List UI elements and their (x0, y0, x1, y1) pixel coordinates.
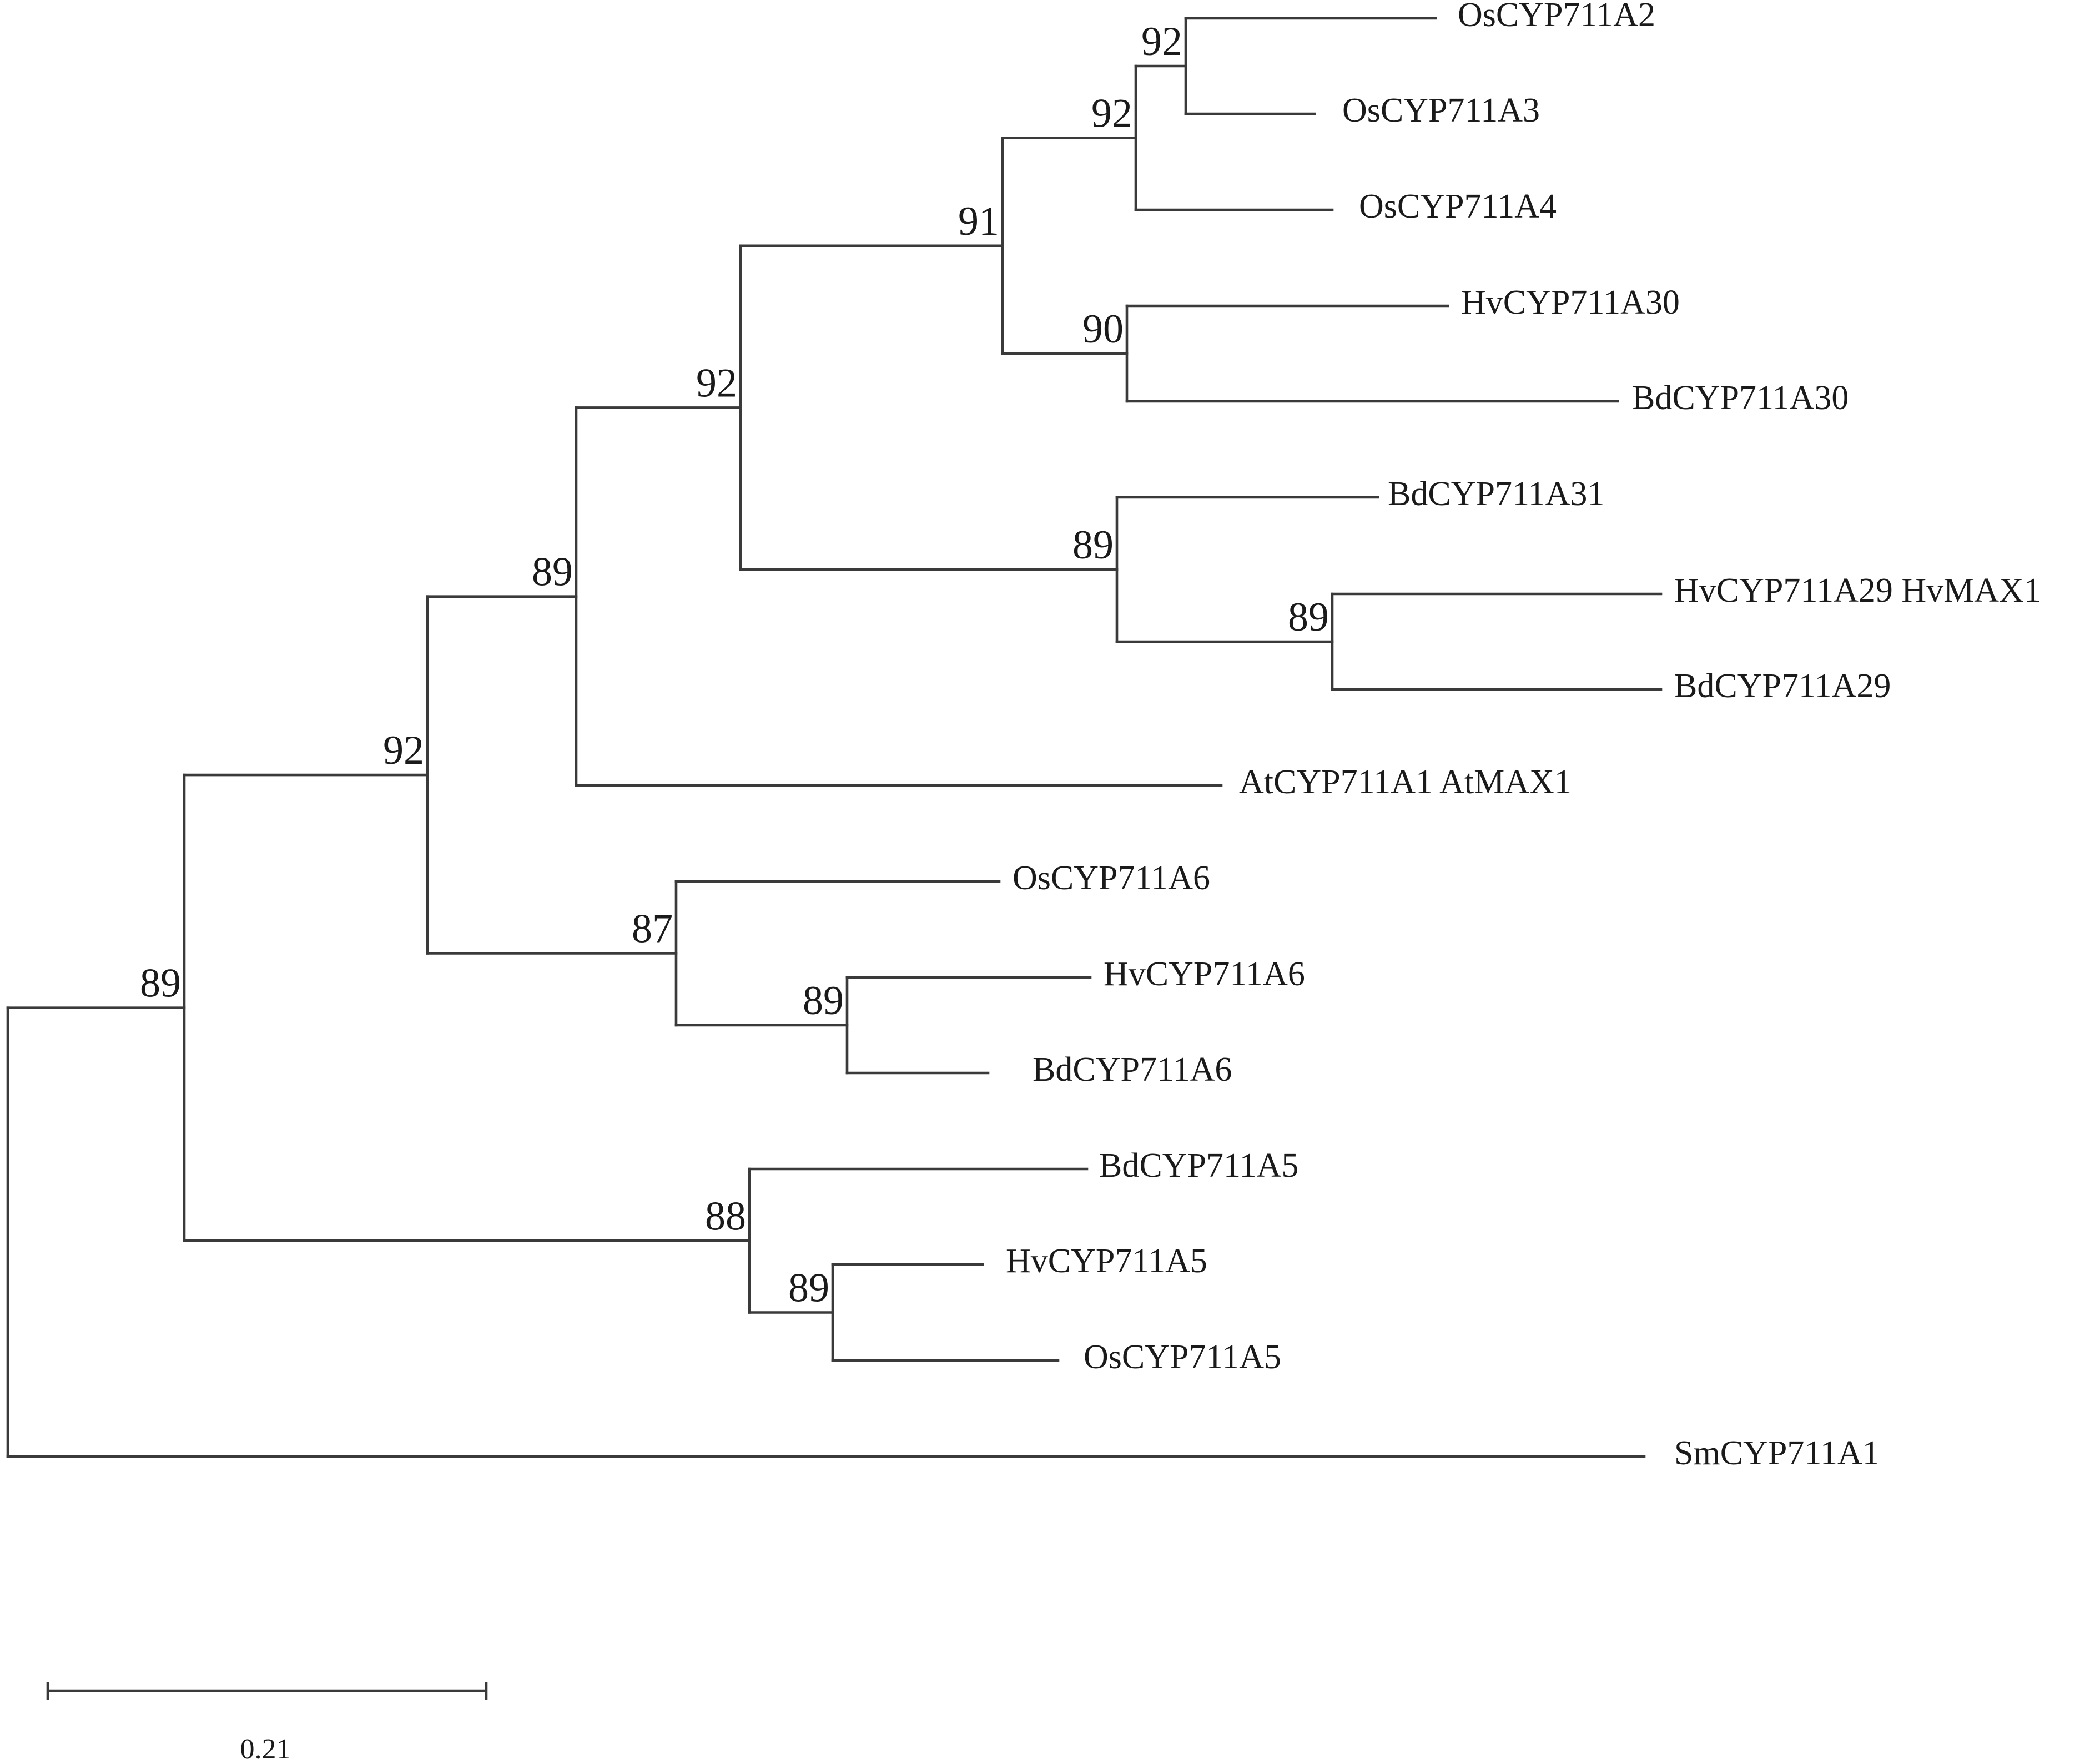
leaf-label-L6: BdCYP711A31 (1388, 475, 1604, 513)
leaf-label-L7: HvCYP711A29 HvMAX1 (1674, 572, 2041, 609)
leaf-label-L11: HvCYP711A6 (1104, 955, 1305, 993)
support-value-N_A29: 89 (1288, 594, 1329, 640)
leaf-label-L15: OsCYP711A5 (1084, 1338, 1281, 1376)
leaf-label-L10: OsCYP711A6 (1013, 859, 1210, 897)
support-value-N_Os3: 92 (1091, 91, 1132, 137)
support-value-N_Os_Hv: 91 (958, 199, 999, 244)
support-value-N_A2A3: 92 (1141, 19, 1182, 64)
leaf-label-L2: OsCYP711A3 (1342, 92, 1540, 129)
leaf-label-L14: HvCYP711A5 (1006, 1242, 1207, 1280)
support-value-N_HvOs5: 89 (788, 1266, 829, 1311)
support-value-N_HvBd6: 89 (803, 978, 844, 1024)
leaf-label-L13: BdCYP711A5 (1099, 1147, 1298, 1185)
support-value-N_A31_29: 89 (1072, 522, 1114, 568)
support-value-N_A30: 90 (1082, 306, 1124, 352)
support-value-N_A5: 88 (705, 1193, 746, 1239)
support-value-N_Main: 92 (383, 728, 424, 773)
support-value-N_Grass: 92 (696, 360, 737, 406)
leaf-label-L9: AtCYP711A1 AtMAX1 (1239, 763, 1572, 801)
leaf-label-L4: HvCYP711A30 (1461, 284, 1680, 321)
leaf-labels: OsCYP711A2OsCYP711A3OsCYP711A4HvCYP711A3… (1006, 0, 2041, 1472)
leaf-label-L3: OsCYP711A4 (1359, 188, 1557, 225)
support-value-N_MAX1: 89 (532, 550, 573, 595)
support-value-N_A6: 87 (632, 906, 673, 952)
scale-bar-label: 0.21 (240, 1733, 291, 1764)
leaf-label-L5: BdCYP711A30 (1632, 379, 1849, 417)
leaf-label-L12: BdCYP711A6 (1033, 1051, 1232, 1088)
support-value-N_Root: 89 (140, 961, 181, 1006)
scale-bar: 0.21 (46, 1682, 488, 1764)
leaf-label-L8: BdCYP711A29 (1674, 667, 1891, 705)
leaf-label-L1: OsCYP711A2 (1458, 0, 1655, 34)
leaf-label-L16: SmCYP711A1 (1674, 1434, 1880, 1472)
tree-branches (6, 17, 1663, 1458)
